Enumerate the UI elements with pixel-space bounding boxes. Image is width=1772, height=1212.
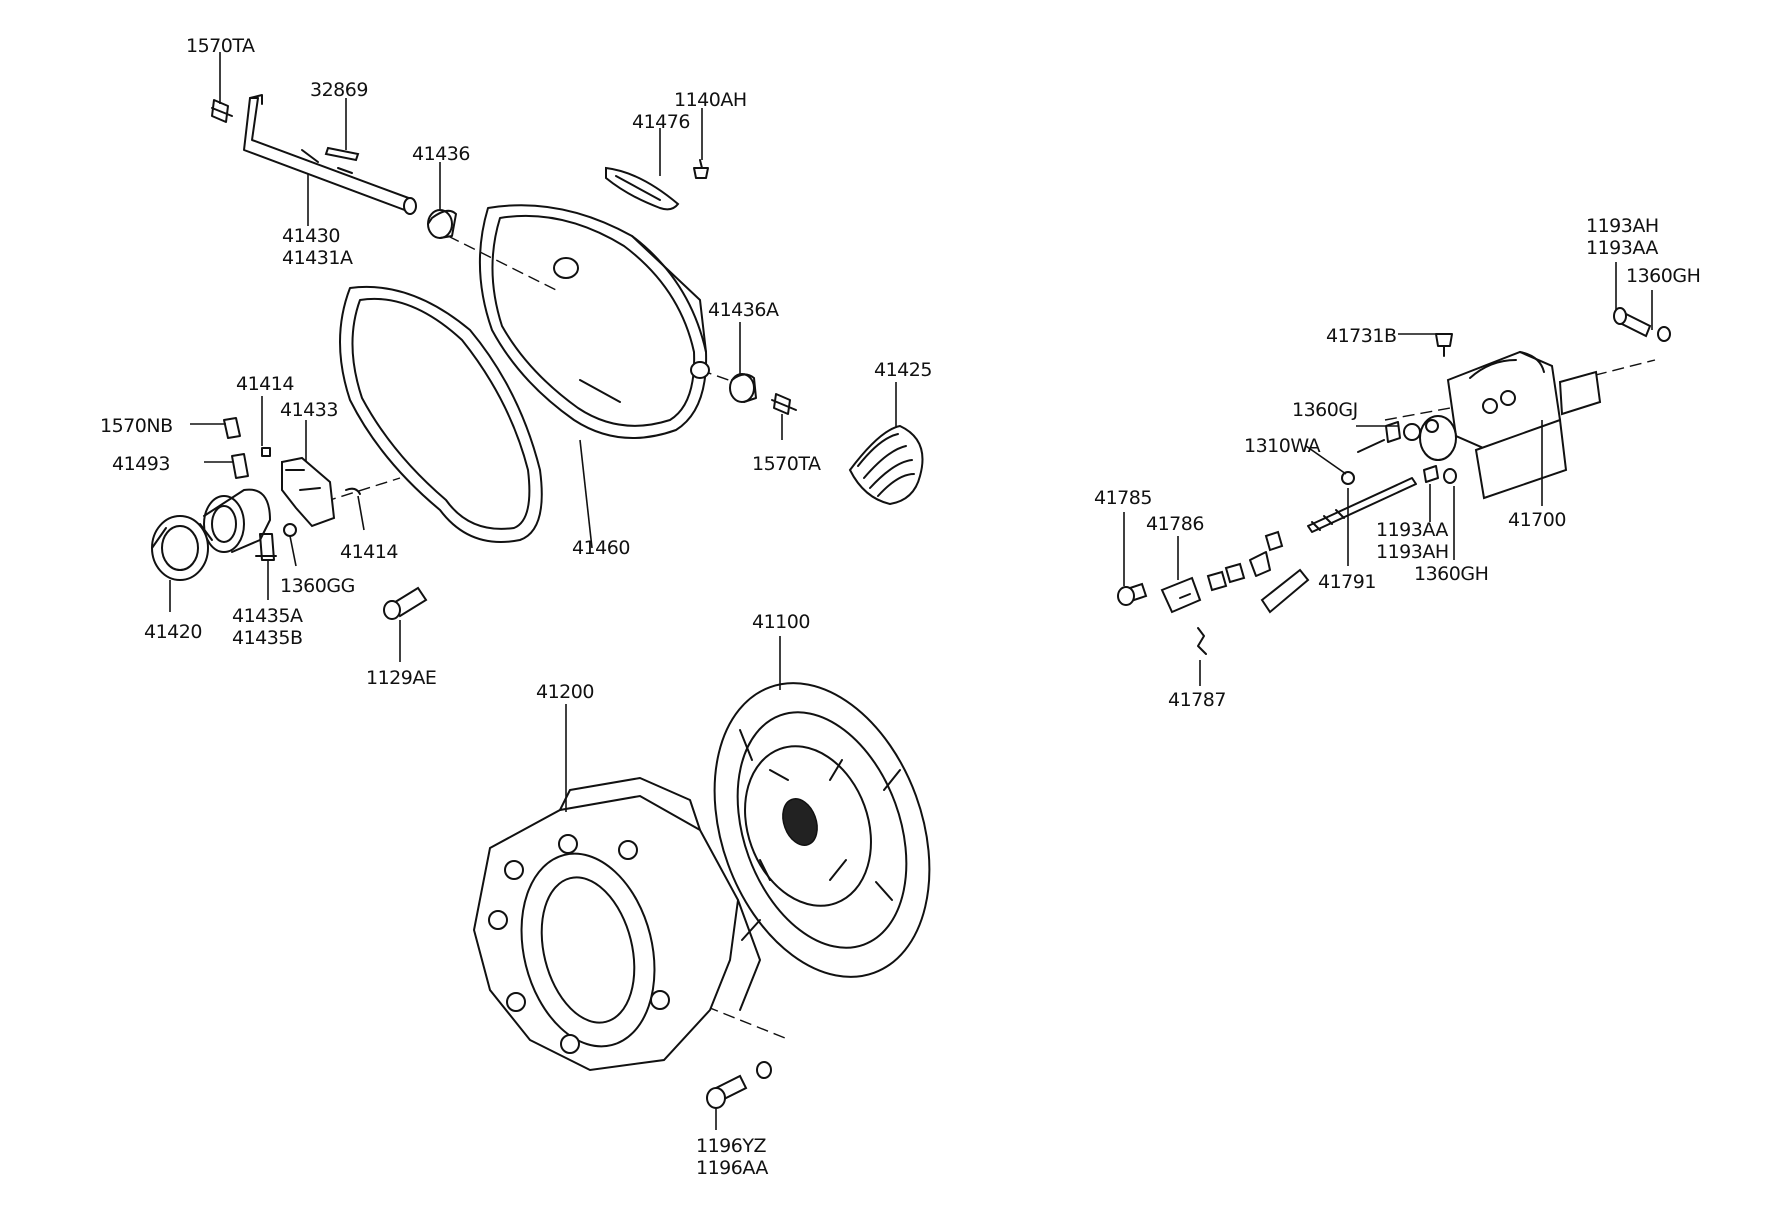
label-32869: 32869 — [310, 79, 368, 101]
pushrod-41791-part — [1307, 477, 1417, 533]
label-1193ah-mid: 1193AH — [1376, 541, 1449, 563]
label-41787: 41787 — [1168, 689, 1226, 711]
bolt-41785-part — [1117, 582, 1148, 606]
label-41200: 41200 — [536, 681, 594, 703]
bolt-1140ah-part — [693, 159, 709, 179]
label-1193ah-top: 1193AH — [1586, 215, 1659, 237]
bushing-41436a-part — [729, 373, 757, 403]
label-41436: 41436 — [412, 143, 470, 165]
label-1196yz: 1196YZ — [696, 1135, 766, 1157]
clutch-disc-41100-part — [713, 682, 931, 978]
label-41425: 41425 — [874, 359, 932, 381]
bolt-41435-part — [255, 533, 277, 561]
bolt-1129ae-part — [383, 586, 428, 620]
label-41433: 41433 — [280, 399, 338, 421]
label-41785: 41785 — [1094, 487, 1152, 509]
label-41786: 41786 — [1146, 513, 1204, 535]
label-1360gj: 1360GJ — [1292, 399, 1358, 421]
fitting-1360gj-part — [1357, 419, 1439, 453]
label-1196aa: 1196AA — [696, 1157, 768, 1179]
label-1570nb: 1570NB — [100, 415, 173, 437]
fitting-41493-part — [231, 453, 249, 479]
release-bearing-41420-part — [151, 515, 213, 581]
release-fork-41433-part — [281, 456, 336, 528]
label-41420: 41420 — [144, 621, 202, 643]
clip-41787-part — [1197, 627, 1207, 655]
boot-41425-part — [848, 424, 924, 506]
clip-41414-part — [261, 447, 361, 495]
label-41700: 41700 — [1508, 509, 1566, 531]
nipple-1570nb-part — [223, 417, 241, 439]
label-1193aa-mid: 1193AA — [1376, 519, 1448, 541]
key-32869-part — [324, 146, 360, 162]
release-shaft-part — [243, 94, 417, 215]
label-1570ta-right: 1570TA — [752, 453, 821, 475]
bolt-1196yz-part — [706, 1061, 772, 1109]
bolt-41731b-part — [1435, 333, 1453, 357]
fitting-1570ta-part — [771, 393, 797, 415]
label-41791: 41791 — [1318, 571, 1376, 593]
nuts-and-pin-part — [1206, 530, 1310, 614]
label-1193aa-top: 1193AA — [1586, 237, 1658, 259]
bushing-41436-part — [427, 209, 457, 239]
pressure-plate-41200-part — [472, 777, 761, 1072]
label-1360gg: 1360GG — [280, 575, 355, 597]
label-41414-bot: 41414 — [340, 541, 398, 563]
label-41436a: 41436A — [708, 299, 779, 321]
label-1360gh-bot: 1360GH — [1414, 563, 1488, 585]
label-1360gh-top: 1360GH — [1626, 265, 1700, 287]
label-1129ae: 1129AE — [366, 667, 436, 689]
part-number-labels: 1570TA 32869 41436 41476 1140AH 41430 41… — [100, 35, 1701, 1179]
label-41414-top: 41414 — [236, 373, 294, 395]
bolt-1570ta-part — [211, 99, 233, 123]
label-1310wa: 1310WA — [1244, 435, 1321, 457]
slave-cylinder-41700-part — [1419, 350, 1602, 500]
label-41435a: 41435A — [232, 605, 303, 627]
label-1140ah: 1140AH — [674, 89, 747, 111]
label-41100: 41100 — [752, 611, 810, 633]
cover-41476-part — [605, 166, 680, 211]
clutch-housing-41460-part — [339, 204, 710, 543]
label-41435b: 41435B — [232, 627, 302, 649]
leader-lines — [169, 52, 1653, 1130]
label-41731b: 41731B — [1326, 325, 1396, 347]
washer-1360gg-part — [283, 523, 297, 537]
label-1570ta-top: 1570TA — [186, 35, 255, 57]
label-41493: 41493 — [112, 453, 170, 475]
label-41460: 41460 — [572, 537, 630, 559]
release-sleeve-part — [203, 488, 271, 553]
clevis-41786-part — [1160, 576, 1202, 614]
label-41431a: 41431A — [282, 247, 353, 269]
label-41476: 41476 — [632, 111, 690, 133]
washer-1310wa-part — [1341, 471, 1355, 485]
bolt-1193ah-top-part — [1613, 307, 1671, 342]
label-41430: 41430 — [282, 225, 340, 247]
bolt-1193aa-mid-part — [1423, 465, 1457, 484]
